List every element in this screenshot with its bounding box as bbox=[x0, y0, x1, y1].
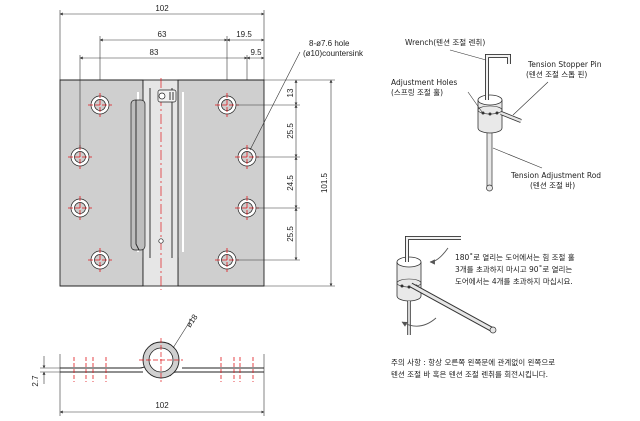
dim-thickness: 2.7 bbox=[31, 375, 40, 387]
screw-hole bbox=[88, 248, 112, 272]
screw-hole bbox=[88, 93, 112, 117]
screw-hole bbox=[215, 93, 239, 117]
dim-bottom-width: 102 bbox=[155, 401, 169, 410]
dim-knuckle-dia: ø18 bbox=[184, 312, 200, 329]
rotation-illustration: 180˚로 열리는 도어에서는 힘 조절 홀 3개를 초과하지 마시고 90˚로… bbox=[396, 236, 575, 335]
label-holes-en: Adjustment Holes bbox=[391, 78, 457, 87]
caution-line2: 텐션 조절 바 혹은 텐션 조절 렌취를 회전시킵니다. bbox=[391, 369, 548, 379]
label-holes-ko: (스프링 조절 홀) bbox=[391, 87, 443, 97]
screw-hole bbox=[68, 145, 92, 169]
dim-83: 83 bbox=[150, 48, 159, 57]
hinge-front-view: 102 63 19.5 83 9.5 13 25.5 24.5 25.5 101… bbox=[59, 4, 364, 290]
screw-hole bbox=[215, 248, 239, 272]
tension-assembly-illustration: Wrench(텐션 조절 렌취) Tension Stopper Pin (텐션… bbox=[391, 37, 602, 192]
dim-24-5: 24.5 bbox=[286, 175, 295, 191]
label-stopper-en: Tension Stopper Pin bbox=[527, 60, 602, 69]
screw-hole bbox=[68, 196, 92, 220]
dim-63: 63 bbox=[158, 30, 167, 39]
hinge-leaf-right bbox=[171, 79, 265, 287]
dim-13: 13 bbox=[286, 88, 295, 97]
dim-19-5: 19.5 bbox=[236, 30, 252, 39]
label-wrench: Wrench(텐션 조절 렌취) bbox=[405, 37, 485, 47]
label-rod-ko: (텐션 조절 바) bbox=[530, 180, 575, 190]
dim-101-5: 101.5 bbox=[320, 172, 329, 193]
screw-hole bbox=[235, 145, 259, 169]
screw-holes bbox=[68, 93, 259, 272]
instruction-line2: 3개를 초과하지 마시고 90˚로 열리는 bbox=[455, 264, 572, 274]
caution-line1: 주의 사항 : 항상 오른쪽 왼쪽문에 관계없이 왼쪽으로 bbox=[391, 357, 555, 367]
instruction-line3: 도어에서는 4개를 초과하지 마십시요. bbox=[455, 276, 573, 286]
dim-25-5-bottom: 25.5 bbox=[286, 226, 295, 242]
label-rod-en: Tension Adjustment Rod bbox=[510, 171, 601, 180]
dim-9-5: 9.5 bbox=[250, 48, 262, 57]
dim-overall-width: 102 bbox=[155, 4, 169, 13]
hinge-section-view: ø18 2.7 102 bbox=[31, 312, 265, 416]
hole-note-line2: (ø10)countersink bbox=[303, 49, 364, 58]
instruction-line1: 180˚로 열리는 도어에서는 힘 조절 홀 bbox=[455, 252, 575, 262]
label-stopper-ko: (텐션 조절 스톱 핀) bbox=[526, 69, 587, 79]
caution-note: 주의 사항 : 항상 오른쪽 왼쪽문에 관계없이 왼쪽으로 텐션 조절 바 혹은… bbox=[391, 357, 555, 379]
dim-25-5-top: 25.5 bbox=[286, 123, 295, 139]
hole-note-line1: 8-ø7.6 hole bbox=[309, 39, 350, 48]
